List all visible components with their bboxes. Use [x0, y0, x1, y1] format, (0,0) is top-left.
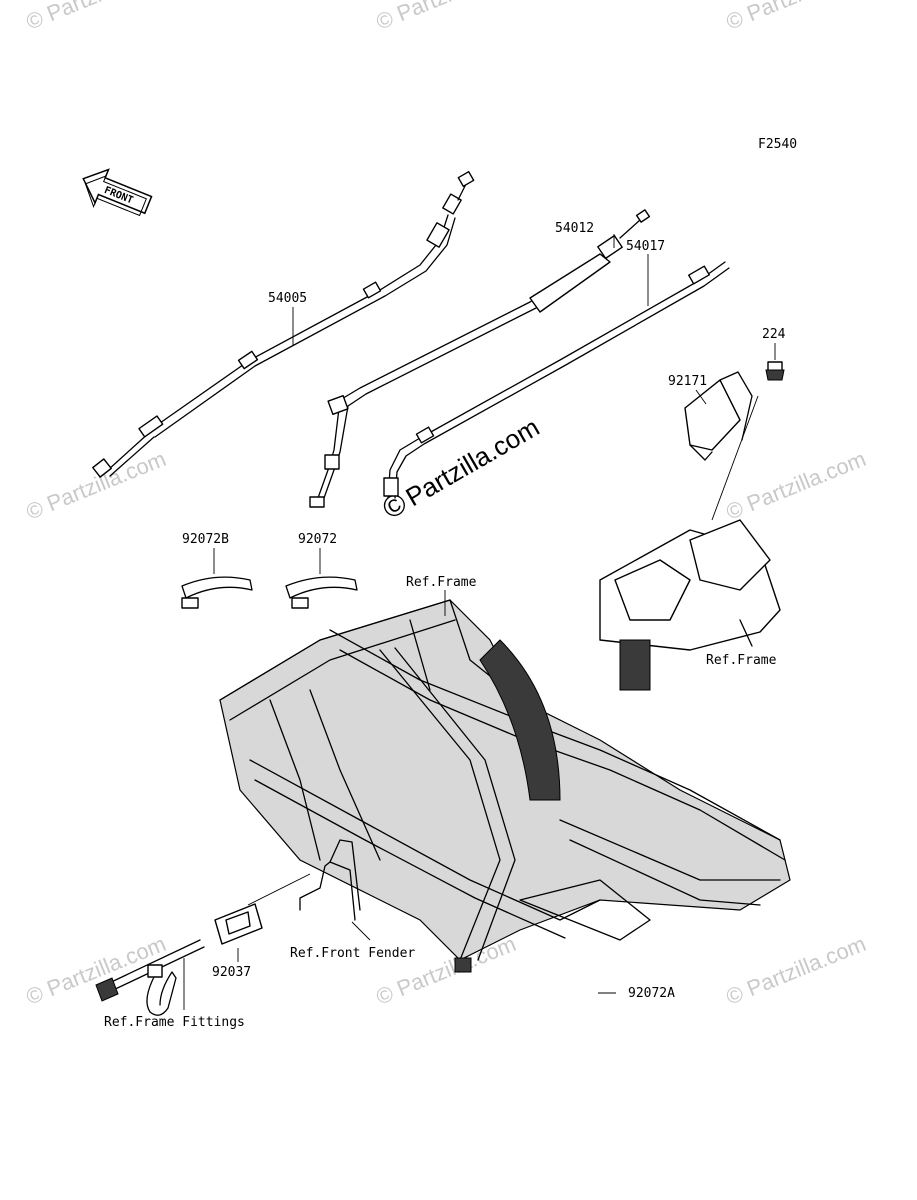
label-54017: 54017 [626, 239, 665, 254]
cable-54012: 54012 [309, 209, 651, 508]
label-ref-front-fender: Ref.Front Fender [290, 946, 415, 961]
watermark-mid-left: © Partzilla.com [23, 446, 170, 525]
front-fender-bracket: Ref.Front Fender [247, 839, 415, 961]
watermark-center: © Partzilla.com [377, 412, 545, 526]
label-ref-frame-top: Ref.Frame [406, 575, 477, 590]
label-92037: 92037 [212, 965, 251, 980]
label-ref-frame-fittings: Ref.Frame Fittings [104, 1015, 245, 1030]
cable-54005: 54005 [92, 170, 475, 478]
band-92072: 92072 [285, 532, 358, 609]
vehicle-frame: Ref.Frame [219, 575, 791, 973]
label-92072b: 92072B [182, 532, 229, 547]
label-ref-frame-right: Ref.Frame [706, 653, 777, 668]
watermark-center-text: Partzilla.com [401, 412, 545, 512]
frame-fitting-bolt: Ref.Frame Fittings [95, 939, 245, 1030]
handlebar-holder: Ref.Frame [599, 519, 781, 691]
label-92171: 92171 [668, 374, 707, 389]
watermark-low-right: © Partzilla.com [723, 931, 870, 1010]
figure-code: F2540 [758, 137, 797, 152]
bolt-224: 224 [711, 327, 786, 521]
watermark-mid-right: © Partzilla.com [723, 446, 870, 525]
watermark-top-right: © Partzilla.com [723, 0, 870, 35]
front-arrow-icon: FRONT [82, 168, 153, 217]
watermark-top-left: © Partzilla.com [23, 0, 170, 35]
bracket-92171: 92171 [668, 371, 753, 461]
label-54012: 54012 [555, 221, 594, 236]
band-92072a: 92072A [146, 964, 675, 1016]
label-224: 224 [762, 327, 786, 342]
watermark-top-center: © Partzilla.com [373, 0, 520, 35]
cable-54017: 54017 [383, 239, 730, 499]
label-92072a: 92072A [628, 986, 675, 1001]
label-54005: 54005 [268, 291, 307, 306]
band-92072b: 92072B [181, 532, 253, 609]
label-92072: 92072 [298, 532, 337, 547]
plate-92037: 92037 [212, 903, 263, 980]
